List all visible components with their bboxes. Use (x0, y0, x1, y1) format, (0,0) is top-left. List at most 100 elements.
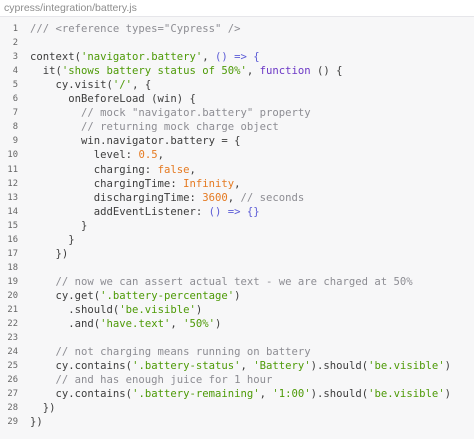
line-source: // and has enough juice for 1 hour (30, 373, 273, 387)
code-token-punct: () => {} (208, 205, 260, 218)
line-number: 2 (12, 38, 18, 49)
code-token-plain: }) (30, 402, 56, 415)
line-source: level: 0.5, (30, 148, 164, 162)
line-number: 22 (7, 319, 18, 330)
line-number: 29 (7, 417, 18, 428)
code-token-plain: ).should( (310, 388, 369, 401)
code-token-string: 'navigator.battery' (81, 51, 203, 64)
line-number: 27 (7, 389, 18, 400)
code-token-string: '50%' (183, 318, 215, 331)
code-token-plain: ).should( (310, 360, 369, 373)
code-token-punct: () => { (214, 51, 260, 64)
code-token-string: '.battery-percentage' (100, 289, 235, 302)
code-token-plain: ) (234, 289, 241, 302)
line-number: 11 (7, 164, 18, 175)
code-token-string: '.battery-remaining' (132, 388, 260, 401)
line-number: 13 (7, 192, 18, 203)
code-token-plain: , (170, 318, 184, 331)
code-token-plain: , (259, 388, 273, 401)
code-token-number: false (157, 163, 190, 176)
line-source: // now we can assert actual text - we ar… (30, 275, 413, 289)
line-number: 18 (7, 262, 18, 273)
line-number: 28 (7, 403, 18, 414)
code-token-string: '/' (112, 79, 133, 92)
line-number: 21 (7, 305, 18, 315)
file-path: cypress/integration/battery.js (4, 2, 137, 14)
line-source: it('shows battery status of 50%', functi… (30, 64, 343, 78)
code-token-plain: ) (195, 304, 203, 316)
line-source: cy.contains('.battery-status', 'Battery'… (30, 359, 452, 373)
code-token-plain: , (246, 65, 260, 78)
code-token-plain: win.navigator.battery = { (30, 135, 241, 148)
code-token-number: 0.5 (138, 149, 158, 162)
code-token-plain: cy.contains( (30, 388, 133, 401)
line-source: context('navigator.battery', () => { (30, 50, 260, 64)
code-token-plain: , (234, 177, 241, 190)
line-number: 4 (12, 66, 18, 77)
line-source: cy.visit('/', { (30, 78, 152, 92)
code-token-plain: ) (444, 360, 452, 373)
code-token-plain: context( (30, 51, 82, 64)
line-source: }) (30, 415, 43, 429)
code-token-plain: .should( (30, 304, 120, 316)
line-source: chargingTime: Infinity, (30, 177, 241, 191)
line-source: }) (30, 401, 56, 415)
line-number: 19 (7, 276, 18, 287)
line-number: 20 (7, 290, 18, 301)
line-source: addEventListener: () => {} (30, 205, 260, 219)
line-number: 3 (12, 52, 18, 63)
code-token-plain: cy.get( (30, 289, 101, 302)
line-source: // returning mock charge object (30, 120, 279, 134)
code-token-string: 'Battery' (253, 360, 311, 373)
code-token-string: 'shows battery status of 50%' (61, 65, 247, 78)
line-source: // mock "navigator.battery" property (30, 106, 311, 120)
code-token-string: 'be.visible' (368, 388, 445, 401)
line-number: 16 (7, 234, 18, 245)
line-number: 25 (7, 361, 18, 372)
code-token-string: '1:00' (272, 388, 311, 401)
code-token-number: Infinity (183, 177, 235, 190)
line-source: dischargingTime: 3600, // seconds (30, 191, 305, 205)
line-source: cy.get('.battery-percentage') (30, 289, 241, 303)
code-token-string: '.battery-status' (132, 360, 241, 373)
line-number: 9 (12, 136, 18, 147)
line-source: // not charging means running on battery (30, 345, 311, 359)
code-token-plain: } (30, 233, 75, 246)
code-token-plain: charging: (30, 163, 158, 176)
line-number: 6 (12, 94, 18, 105)
code-token-comment: // not charging means running on battery (30, 346, 311, 359)
code-token-plain: it( (30, 65, 62, 78)
code-token-keyword: function (259, 65, 311, 78)
code-token-comment: // returning mock charge object (30, 121, 279, 134)
line-number: 1 (12, 24, 18, 34)
code-token-plain: cy.contains( (30, 360, 133, 373)
code-token-plain: level: (30, 149, 139, 162)
code-token-plain: , (189, 163, 196, 176)
code-token-plain: , (227, 191, 241, 204)
line-number: 10 (7, 150, 18, 161)
code-token-plain: , (240, 360, 254, 373)
line-source: }) (30, 247, 69, 261)
code-token-number: 3600 (202, 191, 228, 204)
code-token-plain: , (157, 149, 164, 162)
code-token-string: 'be.visible' (368, 360, 445, 373)
code-token-comment: // and has enough juice for 1 hour (30, 374, 273, 387)
code-token-plain: } (30, 219, 88, 232)
line-number: 12 (7, 178, 18, 189)
line-number: 26 (7, 375, 18, 386)
line-number: 7 (12, 108, 18, 119)
line-number: 8 (12, 122, 18, 133)
code-token-plain: ) (215, 318, 222, 331)
code-token-comment: // now we can assert actual text - we ar… (30, 275, 413, 288)
code-token-plain: }) (30, 416, 43, 429)
code-token-comment: // seconds (240, 191, 305, 204)
line-source: win.navigator.battery = { (30, 134, 240, 148)
code-token-plain: cy.visit( (30, 79, 113, 92)
line-number: 23 (7, 333, 18, 344)
code-token-string: 'have.text' (100, 318, 171, 331)
code-token-comment: // mock "navigator.battery" property (30, 107, 311, 120)
line-source: .and('have.text', '50%') (30, 317, 221, 331)
line-source: charging: false, (30, 163, 196, 177)
code-token-plain: chargingTime: (30, 177, 184, 190)
